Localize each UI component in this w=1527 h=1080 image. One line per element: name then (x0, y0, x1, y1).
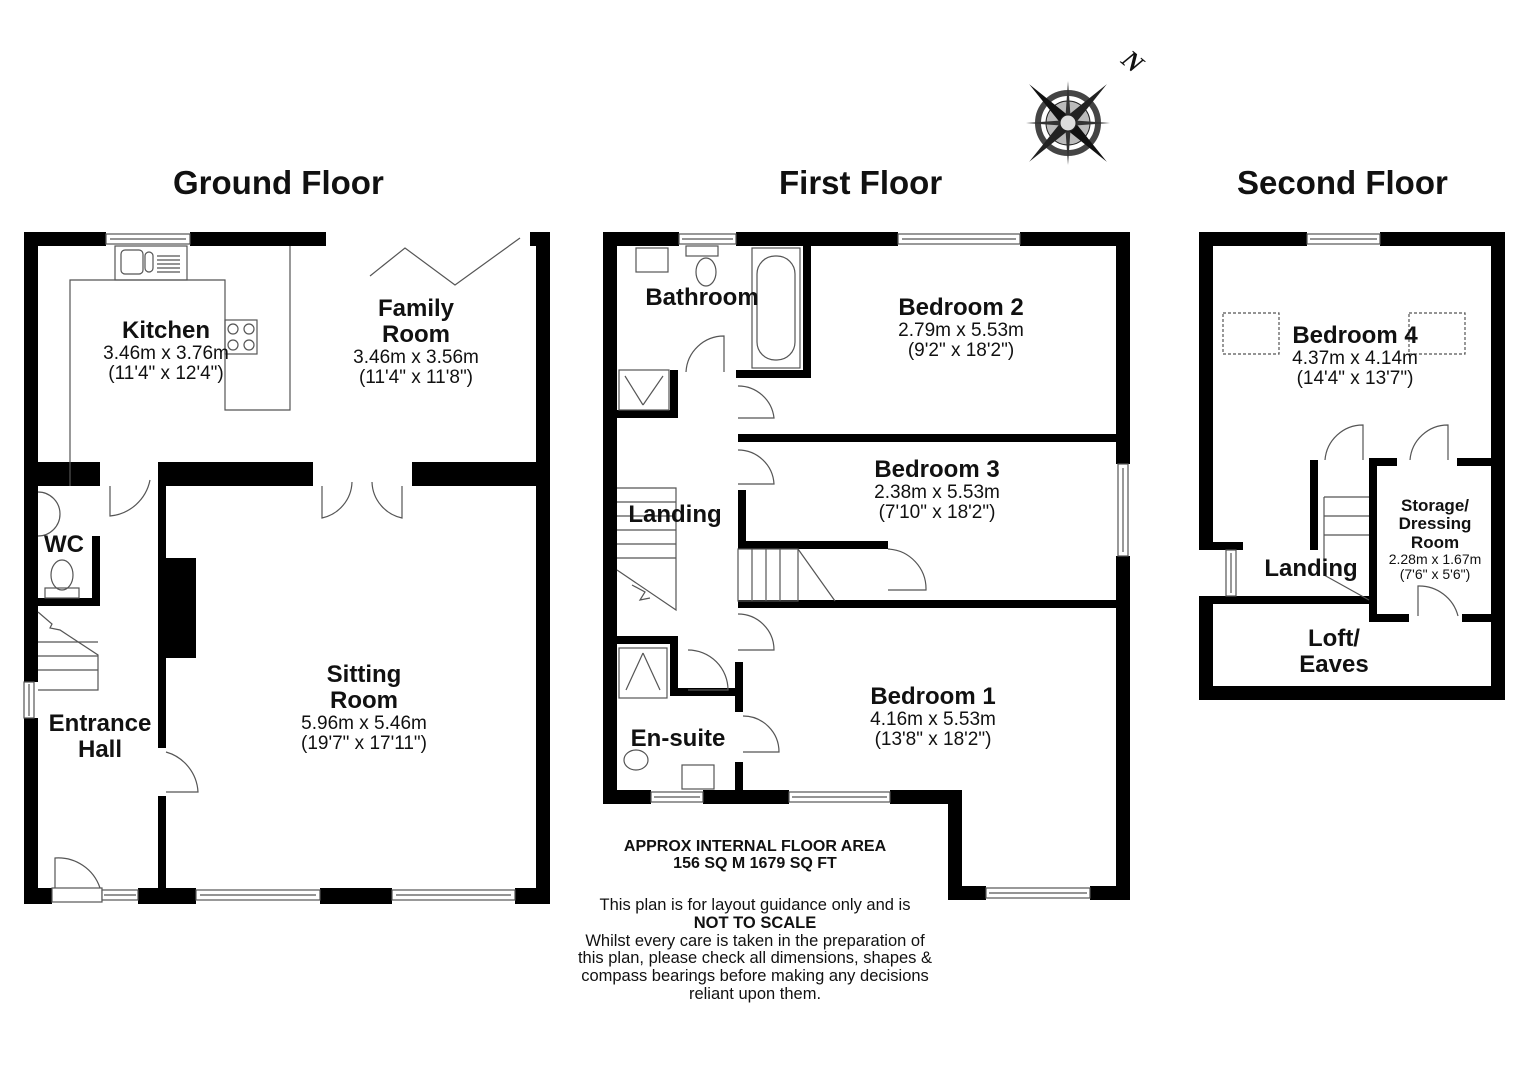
room-dimensions-imperial: (13'8" x 18'2") (874, 729, 992, 751)
room-bathroom: Bathroom (645, 285, 758, 311)
room-entrance-hall: Entrance Hall (49, 711, 152, 763)
room-kitchen: Kitchen 3.46m x 3.76m (11'4" x 12'4") (103, 318, 229, 385)
disclaimer-not-to-scale: NOT TO SCALE (693, 913, 817, 932)
floor-title-second: Second Floor (1237, 164, 1448, 201)
room-wc: WC (44, 532, 84, 558)
disclaimer-line: This plan is for layout guidance only an… (599, 896, 911, 914)
room-dimensions-imperial: (14'4" x 13'7") (1296, 368, 1414, 390)
disclaimer-line: compass bearings before making any decis… (581, 967, 929, 986)
room-dimensions-metric: 4.16m x 5.53m (870, 708, 996, 730)
disclaimer: This plan is for layout guidance only an… (577, 896, 933, 1004)
room-name: Bedroom 1 (870, 683, 996, 710)
room-storage-dressing: Storage/ Dressing Room 2.28m x 1.67m (7'… (1388, 496, 1482, 583)
room-bedroom-1: Bedroom 1 4.16m x 5.53m (13'8" x 18'2") (870, 684, 996, 751)
room-name: Bedroom 4 (1292, 322, 1418, 349)
room-dimensions-metric: 2.28m x 1.67m (1388, 551, 1482, 568)
room-bedroom-2: Bedroom 2 2.79m x 5.53m (9'2" x 18'2") (898, 295, 1024, 362)
disclaimer-line: this plan, please check all dimensions, … (577, 949, 933, 968)
disclaimer-line: reliant upon them. (688, 985, 822, 1004)
room-name-line: Entrance (48, 710, 152, 737)
room-bedroom-4: Bedroom 4 4.37m x 4.14m (14'4" x 13'7") (1292, 323, 1418, 390)
room-dimensions-imperial: (11'4" x 12'4") (108, 363, 224, 385)
floor-area-value: 156 SQ M 1679 SQ FT (673, 855, 837, 873)
room-dimensions-imperial: (19'7" x 17'11") (300, 733, 428, 755)
compass-rose-icon (1026, 81, 1110, 165)
room-sitting-room: Sitting Room 5.96m x 5.46m (19'7" x 17'1… (301, 662, 427, 755)
second-floor-walls (1199, 232, 1505, 700)
compass: N (1010, 44, 1160, 170)
room-name: WC (44, 531, 84, 558)
disclaimer-line: Whilst every care is taken in the prepar… (585, 931, 925, 950)
room-dimensions-imperial: (9'2" x 18'2") (907, 340, 1015, 362)
room-dimensions-metric: 3.46m x 3.56m (353, 346, 479, 368)
room-name-line: Storage/ (1400, 496, 1470, 515)
room-dimensions-imperial: (7'10" x 18'2") (878, 502, 996, 524)
room-name-line: Loft/ (1308, 625, 1360, 652)
ground-floor-fixtures (23, 233, 521, 903)
ground-floor-walls (24, 232, 550, 904)
room-name-line: Hall (77, 735, 123, 763)
room-name-line: Eaves (1299, 650, 1369, 678)
room-landing-second: Landing (1264, 556, 1357, 582)
room-name: Kitchen (121, 317, 211, 344)
room-name-line: Room (329, 686, 398, 714)
room-dimensions-metric: 3.46m x 3.76m (103, 342, 229, 364)
room-dimensions-metric: 5.96m x 5.46m (301, 712, 427, 734)
room-name: Landing (628, 501, 722, 528)
room-name-line: Room (381, 320, 450, 348)
room-name-line: Dressing (1398, 514, 1472, 534)
room-family-room: Family Room 3.46m x 3.56m (11'4" x 11'8"… (353, 296, 479, 389)
floor-area-title: APPROX INTERNAL FLOOR AREA (623, 838, 887, 855)
room-dimensions-imperial: (11'4" x 11'8") (358, 367, 474, 389)
room-name: Landing (1264, 555, 1358, 582)
room-en-suite: En-suite (631, 726, 726, 752)
room-landing-first: Landing (628, 502, 721, 528)
floor-area-summary: APPROX INTERNAL FLOOR AREA 156 SQ M 1679… (624, 838, 886, 873)
room-dimensions-metric: 2.79m x 5.53m (898, 319, 1024, 341)
floor-title-ground: Ground Floor (173, 164, 384, 201)
first-floor-fixtures (616, 233, 1129, 899)
floor-title-first: First Floor (779, 164, 943, 201)
room-loft-eaves: Loft/ Eaves (1299, 626, 1368, 678)
room-name: Bathroom (645, 284, 759, 311)
room-name: En-suite (630, 725, 726, 752)
room-bedroom-3: Bedroom 3 2.38m x 5.53m (7'10" x 18'2") (874, 457, 1000, 524)
room-name-line: Room (1410, 532, 1460, 552)
room-name-line: Family (377, 295, 455, 322)
room-dimensions-metric: 4.37m x 4.14m (1292, 347, 1418, 369)
room-dimensions-imperial: (7'6" x 5'6") (1399, 566, 1471, 583)
room-name-line: Sitting (326, 661, 402, 688)
room-name: Bedroom 3 (874, 456, 1000, 483)
first-floor-walls (603, 232, 1130, 900)
second-floor-fixtures (1222, 233, 1466, 617)
room-dimensions-metric: 2.38m x 5.53m (874, 481, 1000, 503)
room-name: Bedroom 2 (898, 294, 1024, 321)
